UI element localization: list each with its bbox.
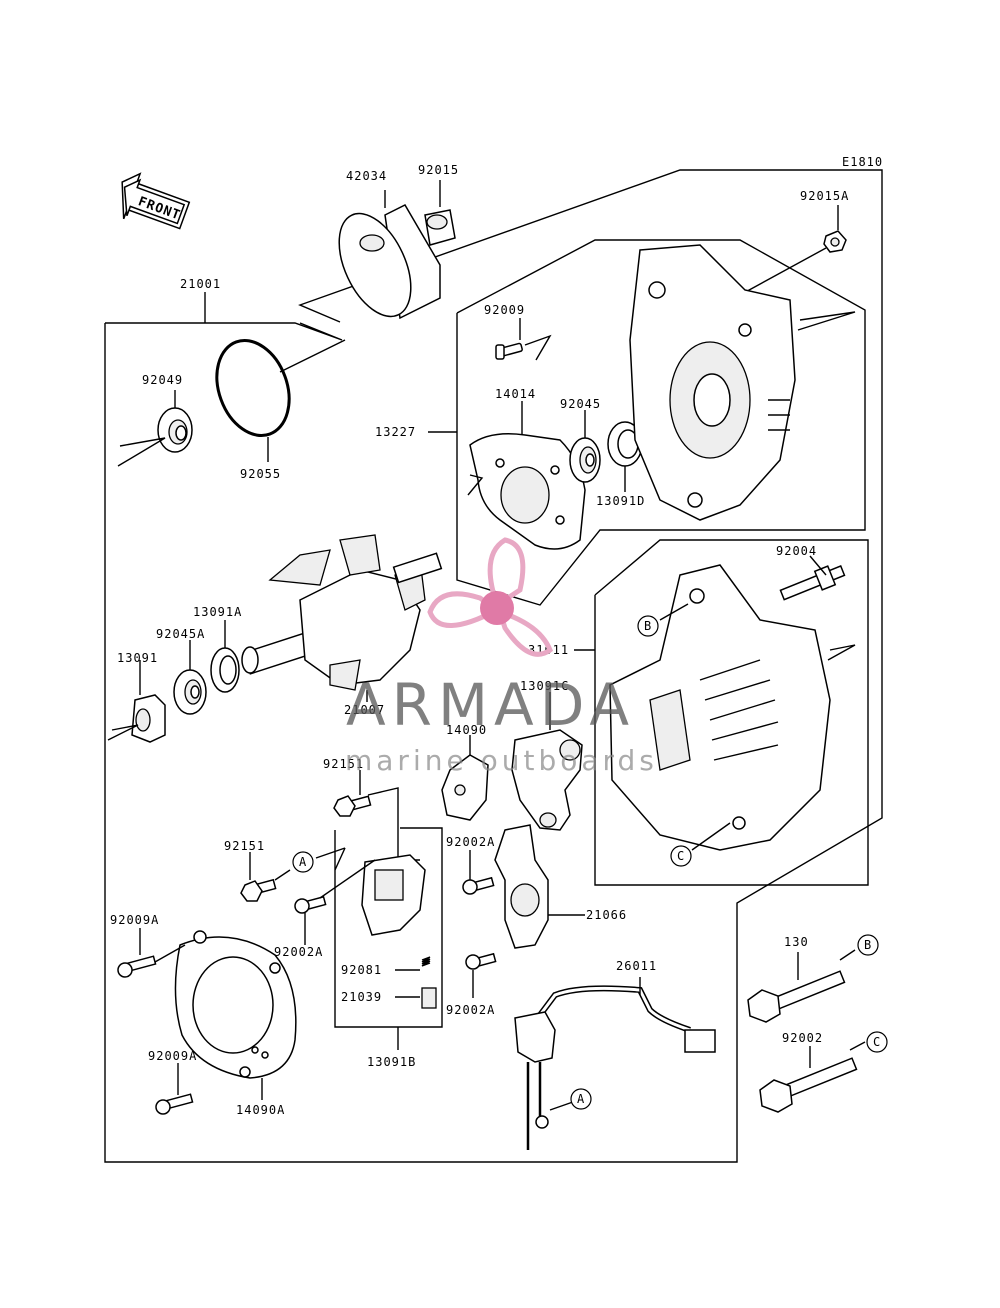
part-21007-rotor — [241, 534, 443, 702]
part-13091A-spacer — [210, 620, 240, 693]
label-13227: 13227 — [375, 425, 416, 439]
svg-text:B: B — [864, 938, 872, 952]
label-92009A-lower: 92009A — [148, 1049, 197, 1063]
label-21066: 21066 — [586, 908, 627, 922]
part-92002-bolt — [759, 1041, 866, 1113]
svg-text:A: A — [577, 1092, 585, 1106]
leader-lines — [204, 292, 731, 1111]
part-92004-bolt — [779, 555, 846, 601]
watermark: ARMADA marine outboards — [345, 537, 658, 777]
watermark-tagline: marine outboards — [345, 744, 658, 777]
label-92002: 92002 — [782, 1031, 823, 1045]
label-13091C: 13091C — [520, 679, 569, 693]
part-26011-wire-harness — [514, 977, 716, 1150]
label-13091A: 13091A — [193, 605, 242, 619]
part-21039-brush — [395, 987, 437, 1009]
label-92002A-mid: 92002A — [446, 835, 495, 849]
part-regulator-block — [334, 847, 426, 936]
part-92045A-bearing — [173, 640, 207, 715]
label-21001: 21001 — [180, 277, 221, 291]
diagram-code: E1810 — [842, 155, 883, 169]
ref-circle-b-housing: B — [637, 615, 659, 637]
part-92151-screw-top — [333, 770, 420, 861]
part-92009A-screw-upper — [117, 928, 186, 978]
label-13091D: 13091D — [596, 494, 645, 508]
part-13091C-bracket — [511, 692, 583, 831]
label-42034: 42034 — [346, 169, 387, 183]
label-14014: 14014 — [495, 387, 536, 401]
part-92151-screw-lower — [240, 852, 291, 902]
part-92055-o-ring — [215, 339, 346, 462]
label-92151-top: 92151 — [323, 757, 364, 771]
part-42034-pulley — [338, 190, 441, 320]
part-92045-bearing — [569, 410, 601, 483]
part-92002A-screw-low — [465, 952, 497, 998]
label-92002A-low: 92002A — [446, 1003, 495, 1017]
label-92009: 92009 — [484, 303, 525, 317]
label-92045A: 92045A — [156, 627, 205, 641]
label-92151-lower: 92151 — [224, 839, 265, 853]
ref-circle-c-bolt: C — [866, 1031, 888, 1053]
part-labels: 42034 92015 92015A 21001 92049 92055 920… — [110, 163, 849, 1117]
part-13091D-seal — [607, 421, 643, 492]
label-13091: 13091 — [117, 651, 158, 665]
watermark-logo-icon — [427, 537, 554, 657]
part-92009-screw — [495, 318, 552, 361]
part-14090-brush-holder — [441, 735, 489, 821]
front-arrow-icon: FRONT — [121, 172, 191, 230]
label-21007: 21007 — [344, 703, 385, 717]
svg-text:C: C — [873, 1035, 881, 1049]
label-92045: 92045 — [560, 397, 601, 411]
part-92081-spring — [395, 956, 431, 971]
svg-text:B: B — [644, 619, 652, 633]
label-92002A-left: 92002A — [274, 945, 323, 959]
ref-circle-a-harness: A — [570, 1088, 592, 1110]
label-14090: 14090 — [446, 723, 487, 737]
part-92009A-screw-lower — [155, 1063, 194, 1115]
label-21039: 21039 — [341, 990, 382, 1004]
label-26011: 26011 — [616, 959, 657, 973]
part-14090A-cover — [174, 930, 297, 1100]
part-14014-plate — [467, 401, 586, 550]
watermark-brand: ARMADA — [346, 671, 635, 739]
ref-circle-c-housing: C — [670, 845, 692, 867]
label-92009A-upper: 92009A — [110, 913, 159, 927]
label-92049: 92049 — [142, 373, 183, 387]
label-14090A: 14090A — [236, 1103, 285, 1117]
label-92004: 92004 — [776, 544, 817, 558]
svg-text:A: A — [299, 855, 307, 869]
ref-circle-b-bolt: B — [857, 934, 879, 956]
part-13227-front-housing — [629, 244, 856, 521]
part-31011-rear-housing — [609, 564, 856, 851]
part-92049-bearing — [117, 390, 193, 467]
part-92015-nut — [424, 180, 456, 246]
label-92015A: 92015A — [800, 189, 849, 203]
part-92002A-screw-mid — [462, 850, 495, 895]
part-92002A-screw-left — [294, 859, 376, 945]
part-130-bolt — [747, 949, 856, 1023]
label-92015: 92015 — [418, 163, 459, 177]
part-13091-collar — [107, 660, 166, 743]
label-13091B: 13091B — [367, 1055, 416, 1069]
label-130: 130 — [784, 935, 809, 949]
ref-circle-a-screw: A — [292, 851, 314, 873]
label-92055: 92055 — [240, 467, 281, 481]
part-92015A-nut — [739, 205, 847, 296]
svg-text:C: C — [677, 849, 685, 863]
label-92081: 92081 — [341, 963, 382, 977]
part-21066-rectifier — [494, 824, 585, 949]
